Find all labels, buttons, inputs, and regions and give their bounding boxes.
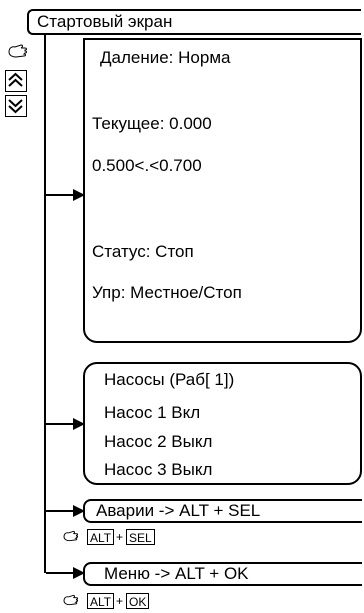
pumps-header: Насосы (Раб[ 1])	[104, 370, 235, 389]
plus-sign: +	[116, 594, 124, 608]
title-bar	[27, 9, 361, 35]
alt-key: ALT	[87, 529, 115, 545]
hand-icon	[62, 593, 80, 607]
ok-key: OK	[126, 593, 150, 609]
hand-icon[interactable]	[7, 42, 29, 60]
arrow-pumps	[73, 418, 85, 430]
arrow-alarms	[73, 505, 85, 517]
run-status: Статус: Стоп	[92, 242, 194, 261]
menu-label: Меню -> ALT + OK	[104, 564, 249, 583]
double-up-icon	[8, 72, 23, 87]
tree-trunk	[44, 35, 46, 573]
alt-key: ALT	[87, 593, 115, 609]
connector-alarms	[46, 510, 76, 512]
alarms-label: Аварии -> ALT + SEL	[96, 501, 261, 520]
connector-menu	[46, 572, 76, 574]
arrow-menu	[73, 567, 85, 579]
alarms-item[interactable]	[83, 499, 362, 523]
sel-key: SEL	[126, 529, 155, 545]
pressure-status: Даление: Норма	[100, 48, 231, 67]
current-value: Текущее: 0.000	[92, 114, 212, 133]
pump-3-status: Насос 3 Выкл	[104, 460, 213, 479]
connector-main	[46, 194, 76, 196]
pump-1-status: Насос 1 Вкл	[104, 403, 201, 422]
page-title: Стартовый экран	[37, 12, 173, 31]
connector-pumps	[46, 423, 76, 425]
hand-icon	[62, 529, 80, 543]
control-mode: Упр: Местное/Стоп	[92, 283, 242, 302]
plus-sign: +	[116, 530, 124, 544]
pump-2-status: Насос 2 Выкл	[104, 432, 213, 451]
scroll-up-button[interactable]	[5, 70, 27, 92]
arrow-main	[73, 189, 85, 201]
scroll-down-button[interactable]	[5, 95, 27, 117]
menu-item[interactable]	[83, 562, 362, 586]
main-screen-panel	[83, 38, 362, 343]
double-down-icon	[8, 99, 23, 114]
range-value: 0.500<.<0.700	[92, 156, 202, 175]
